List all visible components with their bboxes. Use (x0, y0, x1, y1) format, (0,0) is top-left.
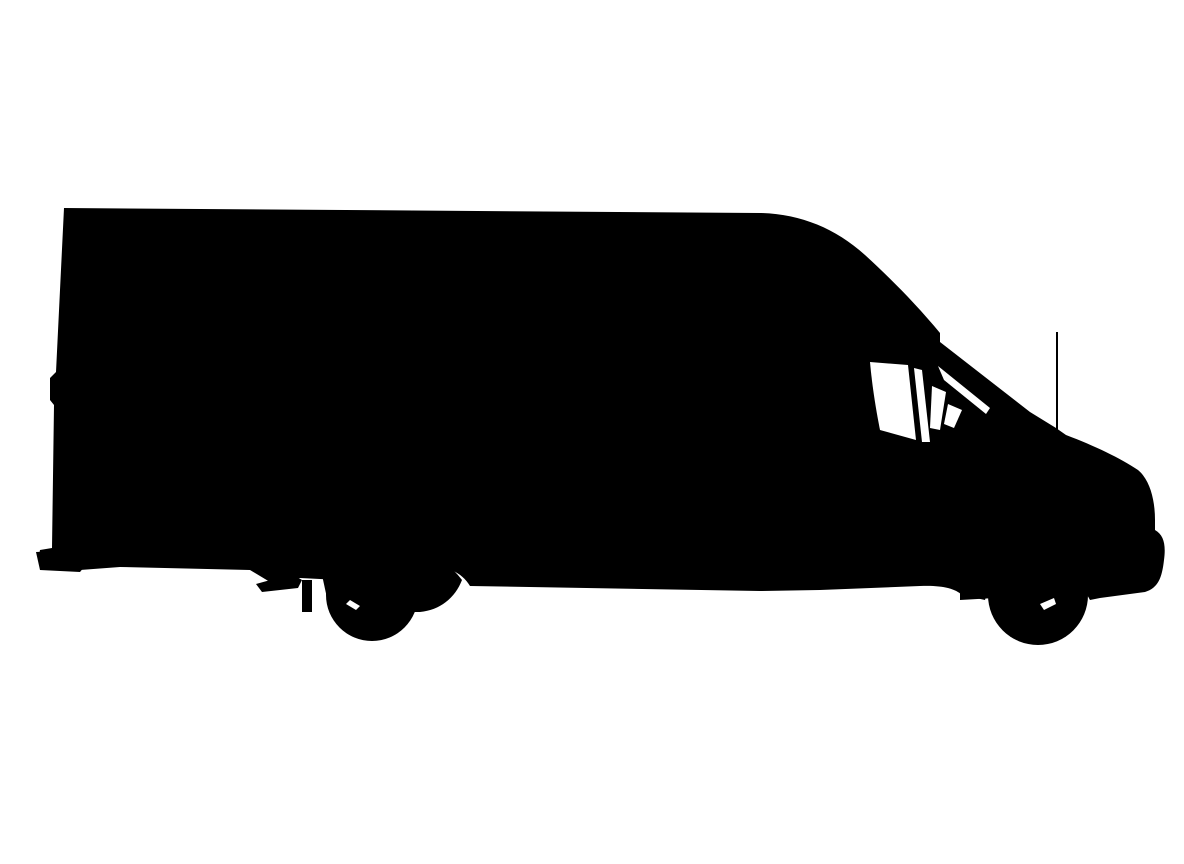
side-mirror (934, 360, 958, 404)
windshield-gap-2 (930, 386, 946, 430)
van-body (38, 208, 1165, 600)
front-wheel-arch (960, 552, 1100, 600)
windshield-gap-3 (944, 404, 962, 428)
wheel-rim-highlight-front (1040, 598, 1056, 610)
side-window (870, 362, 916, 440)
rear-step (36, 550, 90, 572)
windshield-gap-1 (938, 366, 990, 414)
rear-wheel-arch (322, 540, 462, 612)
mud-flap (302, 580, 312, 612)
windows (346, 362, 1056, 610)
van-silhouette (36, 208, 1165, 645)
door-window-strip (914, 368, 930, 442)
rear-hitch (256, 574, 302, 592)
wheel-rim-highlight-rear (346, 600, 360, 610)
antenna (1056, 332, 1058, 432)
